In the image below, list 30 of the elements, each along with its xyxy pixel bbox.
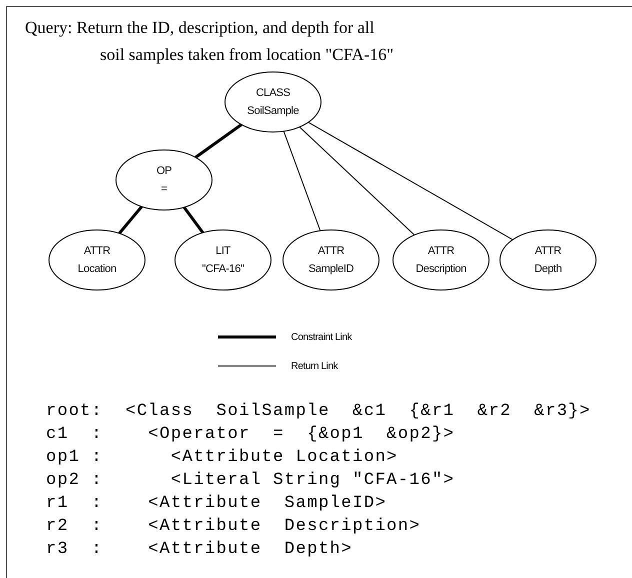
- return-link: [308, 122, 514, 240]
- constraint-link: [182, 206, 204, 234]
- node-name: SampleID: [308, 263, 354, 275]
- node-name: Description: [416, 263, 466, 275]
- legend-label: Return Link: [291, 361, 338, 372]
- node-type: LIT: [216, 245, 230, 257]
- node-name: SoilSample: [247, 105, 299, 117]
- node-name: Depth: [534, 263, 562, 275]
- node-name: Location: [78, 263, 116, 275]
- node-name: =: [160, 183, 168, 195]
- node-type: OP: [156, 165, 172, 177]
- query-text: Query: Return the ID, description, and depth for all soil samples taken from location "CFA-16": [25, 17, 395, 66]
- node-type: ATTR: [428, 245, 454, 257]
- return-link: [283, 130, 321, 232]
- return-link: [299, 126, 415, 236]
- code-line: r3 : <Attribute Depth>: [46, 540, 352, 560]
- node-name: "CFA-16": [202, 263, 244, 275]
- code-line: op2 : <Literal String "CFA-16">: [46, 471, 455, 491]
- code-line: r1 : <Attribute SampleID>: [46, 494, 387, 514]
- code-line: op1 : <Attribute Location>: [46, 448, 398, 468]
- node-type: CLASS: [256, 87, 290, 99]
- node-type: ATTR: [534, 245, 562, 257]
- code-line: r2 : <Attribute Description>: [46, 517, 421, 537]
- constraint-link: [118, 206, 143, 234]
- node-type: ATTR: [84, 245, 110, 257]
- node-type: ATTR: [318, 245, 344, 257]
- constraint-link: [194, 123, 242, 159]
- code-line: root: <Class SoilSample &c1 {&r1 &r2 &r3}>: [46, 402, 591, 422]
- legend-label: Constraint Link: [291, 332, 352, 343]
- code-line: c1 : <Operator = {&op1 &op2}>: [46, 425, 455, 445]
